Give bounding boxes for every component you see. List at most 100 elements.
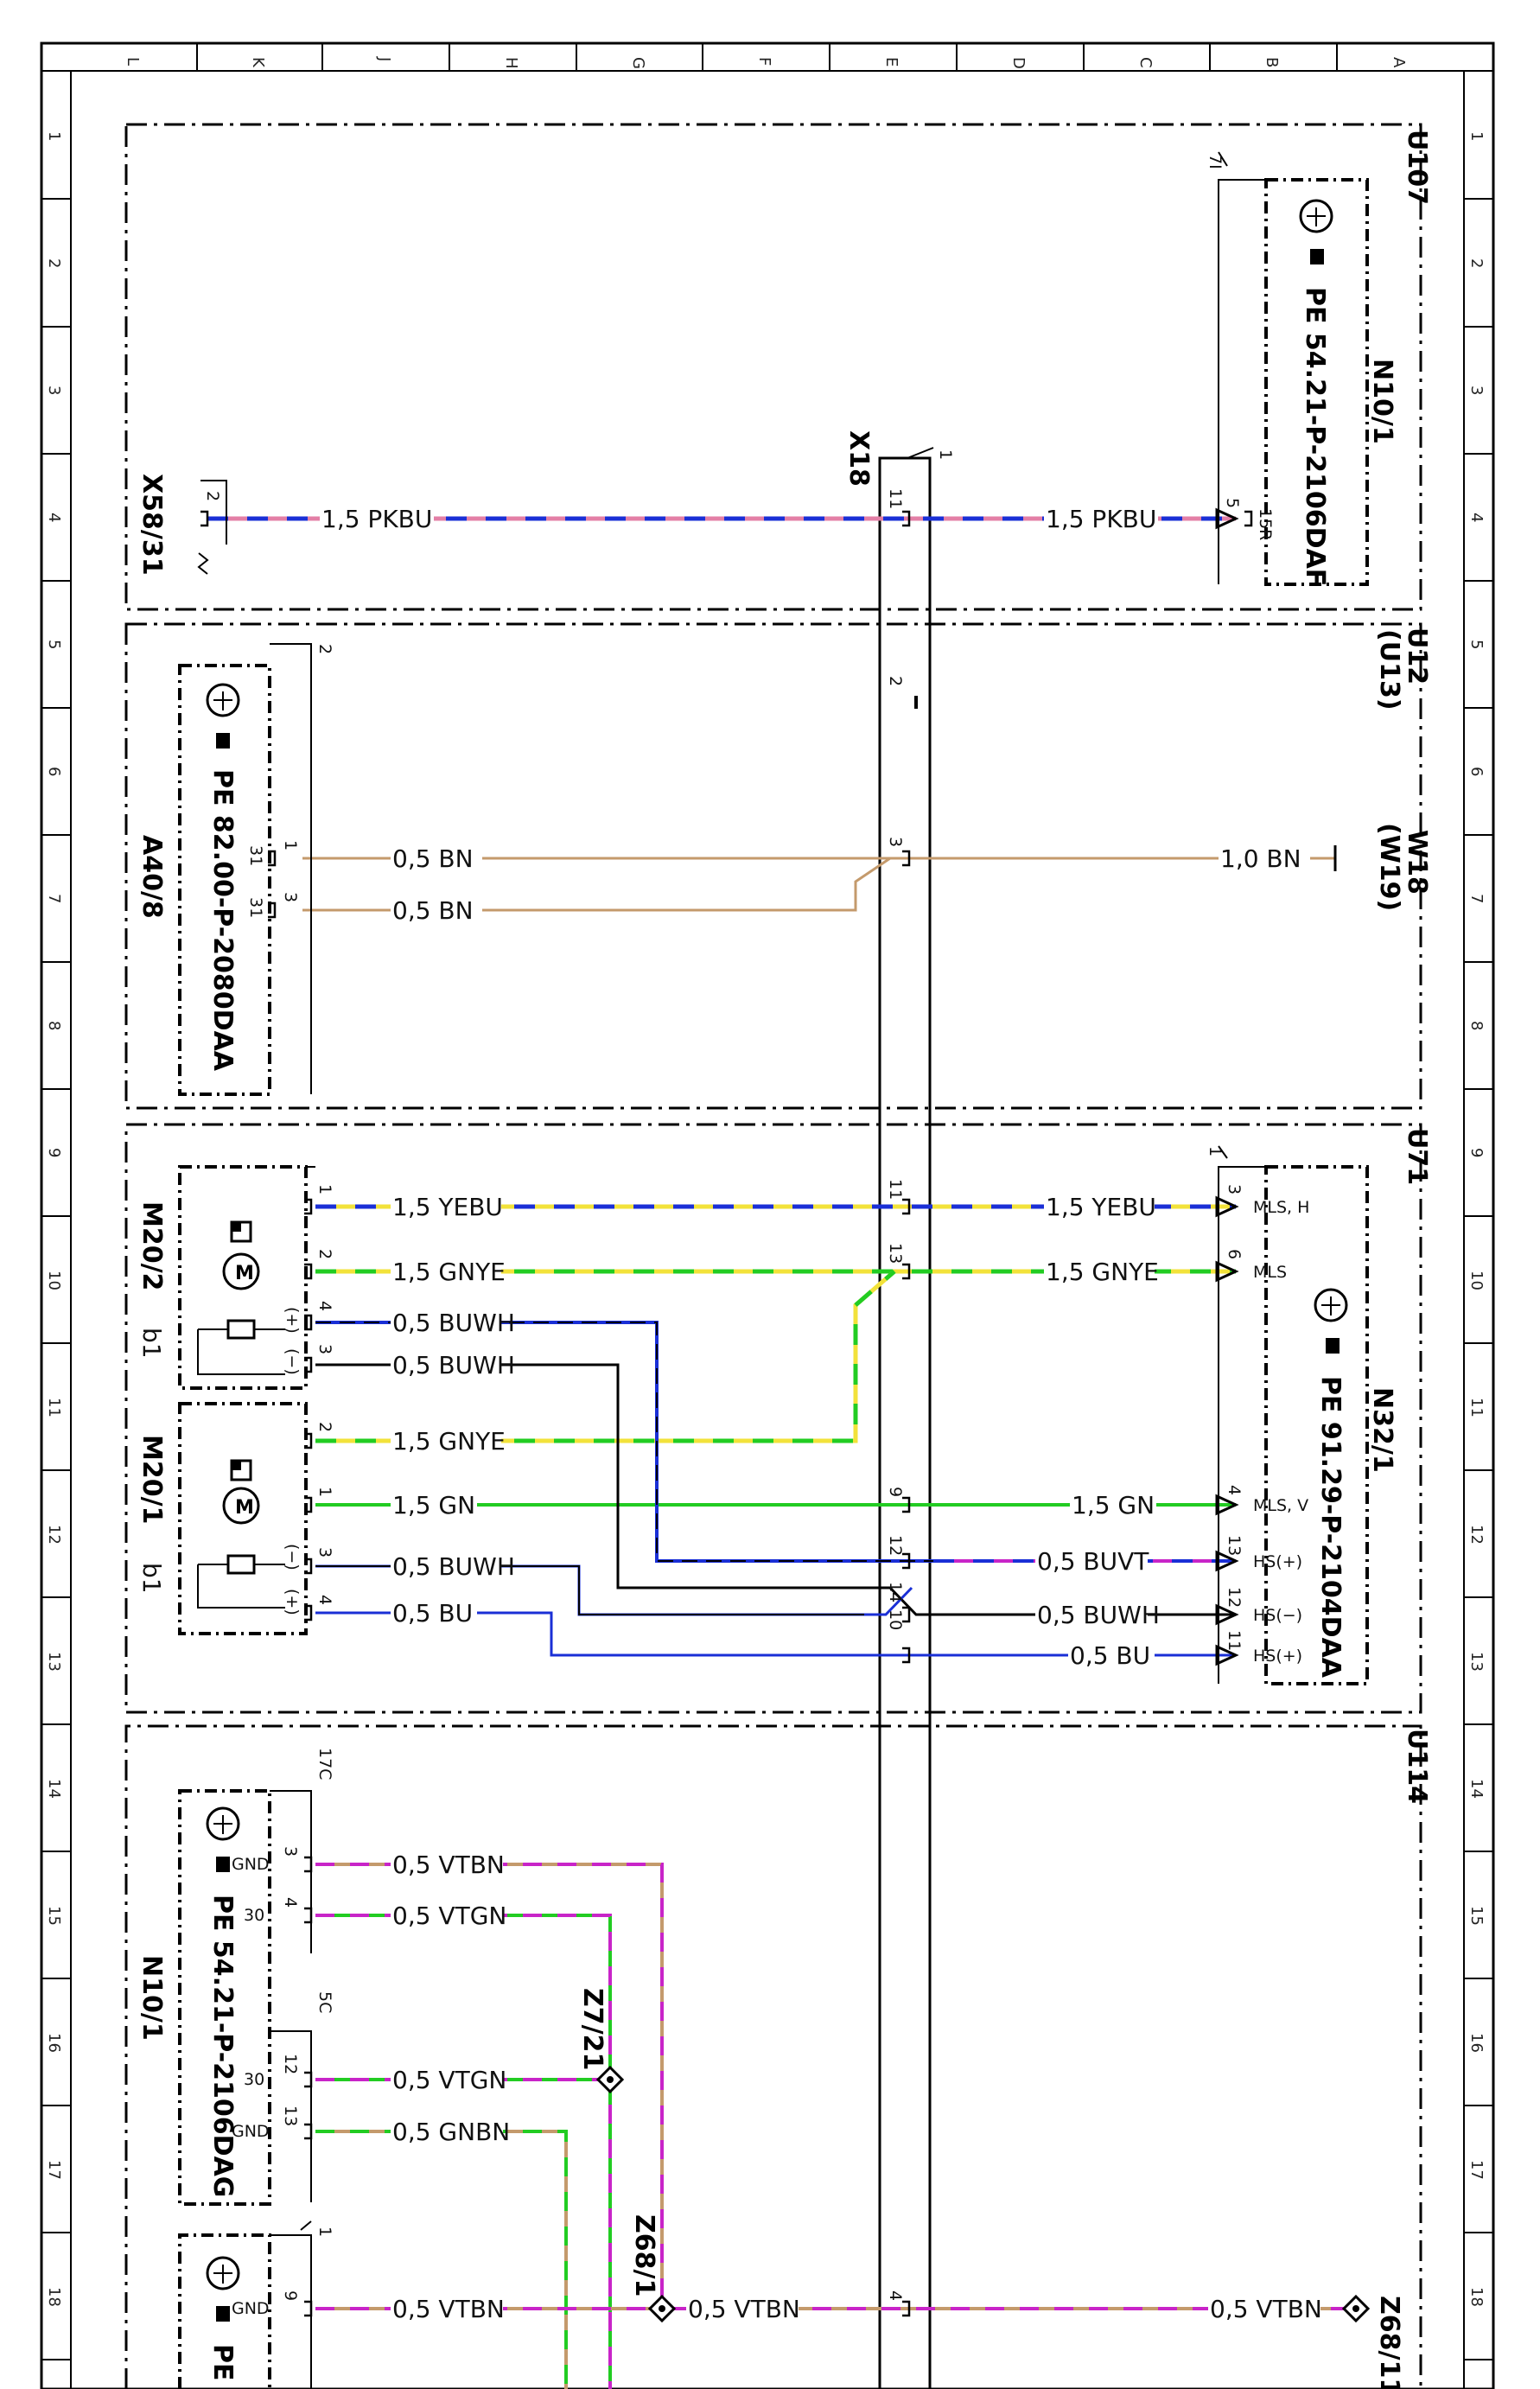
n32-1-pin-3: 3 — [1225, 1184, 1244, 1194]
n10-1-bot-term-gnd-b: GND — [232, 2122, 270, 2141]
x18-pin-13: 13 — [886, 1243, 905, 1264]
m20-1-sign-plus: (+) — [283, 1589, 302, 1615]
m20-1-sub: b1 — [137, 1563, 166, 1594]
component-n10-1-bottom: 17C 5C 3 4 12 13 GND 30 30 GND PE 54.21-… — [137, 1748, 334, 2206]
wire-label-buvt-right: 0,5 BUVT — [1037, 1547, 1149, 1576]
w19-label: (W19) — [1374, 823, 1404, 911]
col-label-f: F — [755, 57, 773, 66]
wire-label-gn-right: 1,5 GN — [1072, 1491, 1155, 1519]
n10-1-bot-term-gnd-a: GND — [232, 1855, 270, 1874]
col-label-k: K — [249, 57, 267, 68]
lower-module-ref: PE — [207, 2344, 238, 2380]
wire-label-gnye-m1: 1,5 GNYE — [392, 1427, 506, 1456]
n10-1-bot-slot-17c: 17C — [315, 1748, 334, 1780]
component-m20-2: M 1 2 4 3 (+) (−) M20/2 b1 — [137, 1165, 334, 1390]
n32-1-pin-4: 4 — [1225, 1485, 1244, 1495]
block-label-u13: (U13) — [1374, 629, 1404, 710]
row-label: 6 — [45, 767, 63, 776]
wire-label-gnye-left: 1,5 GNYE — [392, 1258, 506, 1286]
wire-label-bn-a: 0,5 BN — [392, 844, 474, 873]
m20-2-pin-3: 3 — [315, 1344, 334, 1354]
n10-1-bot-pin-3: 3 — [281, 1846, 300, 1857]
n10-1-top-terminal: 15R — [1256, 508, 1275, 540]
row-label: 8 — [1467, 1021, 1486, 1030]
row-ruler — [41, 198, 1493, 2360]
x18-pins — [902, 510, 918, 2317]
wire-label-bn-b: 0,5 BN — [392, 896, 474, 925]
m20-2-sign-minus: (−) — [283, 1348, 302, 1375]
x18-pin-12: 12 — [886, 1535, 905, 1556]
a40-8-pin-1: 1 — [281, 840, 300, 850]
n32-1-ref: PE 91.29-P-2104DAA — [1315, 1376, 1346, 1679]
wire-label-gnye-right: 1,5 GNYE — [1046, 1258, 1159, 1286]
n32-1-term-mlsh: MLS, H — [1253, 1198, 1309, 1217]
n32-1-pin-11: 11 — [1225, 1630, 1244, 1651]
n32-1-term-mlsv: MLS, V — [1253, 1496, 1308, 1515]
svg-text:M: M — [235, 1263, 254, 1284]
n10-1-bot-pin-13: 13 — [281, 2106, 300, 2126]
row-label: 9 — [45, 1148, 63, 1157]
x18-pin-11: 11 — [886, 488, 905, 509]
wire-label-gnbn: 0,5 GNBN — [392, 2118, 510, 2146]
component-n10-1-top: 7I 5 15R PE 54.21-P-2106DAF N10/1 — [1206, 151, 1397, 586]
row-label: 1 — [45, 131, 63, 141]
wire-label-yebu-right: 1,5 YEBU — [1046, 1193, 1156, 1221]
row-label: 5 — [45, 640, 63, 649]
row-label: 9 — [1467, 1148, 1486, 1157]
col-label-a: A — [1390, 57, 1408, 68]
component-n32-1: 1 3 6 4 13 12 11 MLS, H MLS MLS, V HS(+)… — [1206, 1145, 1397, 1685]
lower-module-term-gnd: GND — [232, 2299, 270, 2318]
wire-label-bn-right: 1,0 BN — [1220, 844, 1301, 873]
splice-z68-11: Z68/11 — [1341, 2294, 1404, 2389]
component-m20-1: M 2 1 3 4 (−) (+) M20/1 b1 — [137, 1402, 334, 1635]
row-label: 18 — [45, 2287, 63, 2307]
wire-labels: 1,5 PKBU 1,5 PKBU 0,5 BN 0,5 BN 1,0 BN 1… — [320, 503, 1322, 2324]
a40-8-ref: PE 82.00-P-2080DAA — [207, 769, 238, 1072]
n10-1-bot-term-30b: 30 — [244, 2070, 264, 2089]
wire-label-bu-left: 0,5 BU — [392, 1599, 473, 1628]
n32-1-pin-6: 6 — [1225, 1249, 1244, 1259]
x18-pin-10: 10 — [886, 1609, 905, 1630]
wire-label-pkbu-right: 1,5 PKBU — [1046, 505, 1156, 533]
row-label: 15 — [45, 1906, 63, 1926]
m20-1-label: M20/1 — [137, 1435, 167, 1524]
row-labels-left: 1 2 3 4 5 6 7 8 9 10 11 12 13 14 15 16 1… — [45, 131, 63, 2307]
z68-1-label: Z68/1 — [629, 2214, 659, 2297]
m20-2-pin-4: 4 — [315, 1301, 334, 1311]
block-label-u107: U107 — [1402, 130, 1432, 205]
m20-1-pin-3: 3 — [315, 1547, 334, 1558]
x18-pin-14: 14 — [886, 1582, 905, 1602]
col-label-l: L — [124, 57, 142, 66]
row-label: 2 — [1467, 258, 1486, 268]
wire-bn — [302, 845, 1337, 912]
wire-label-bu-right: 0,5 BU — [1070, 1641, 1150, 1670]
col-label-j: J — [375, 56, 393, 61]
connector-x18-label: X18 — [843, 430, 874, 487]
n10-1-bot-ref: PE 54.21-P-2106DAG — [207, 1895, 238, 2197]
row-label: 3 — [45, 385, 63, 395]
row-label: 17 — [1467, 2160, 1486, 2180]
col-label-b: B — [1263, 57, 1281, 67]
x18-pin-1: 1 — [936, 449, 955, 460]
col-label-d: D — [1009, 57, 1028, 69]
row-label: 7 — [45, 894, 63, 903]
row-label: 12 — [45, 1525, 63, 1545]
x18-pin-11b: 11 — [886, 1179, 905, 1200]
row-label: 14 — [1467, 1779, 1486, 1799]
z7-21-label: Z7/21 — [577, 1988, 608, 2070]
a40-8-pin-3: 3 — [281, 892, 300, 902]
row-label: 4 — [1467, 513, 1486, 522]
row-label: 5 — [1467, 640, 1486, 649]
row-label: 12 — [1467, 1525, 1486, 1545]
col-label-g: G — [629, 57, 647, 69]
component-lower-module: 1 9 GND PE — [178, 2220, 334, 2389]
n32-1-pin-13: 13 — [1225, 1535, 1244, 1556]
x58-pin-2: 2 — [203, 491, 222, 501]
col-label-h: H — [502, 57, 520, 69]
n10-1-bot-term-30a: 30 — [244, 1906, 264, 1925]
a40-8-slot: 2 — [315, 644, 334, 654]
wire-label-vtbn-a: 0,5 VTBN — [392, 1851, 505, 1879]
n32-1-term-mls: MLS — [1253, 1263, 1287, 1282]
row-label: 13 — [45, 1652, 63, 1672]
